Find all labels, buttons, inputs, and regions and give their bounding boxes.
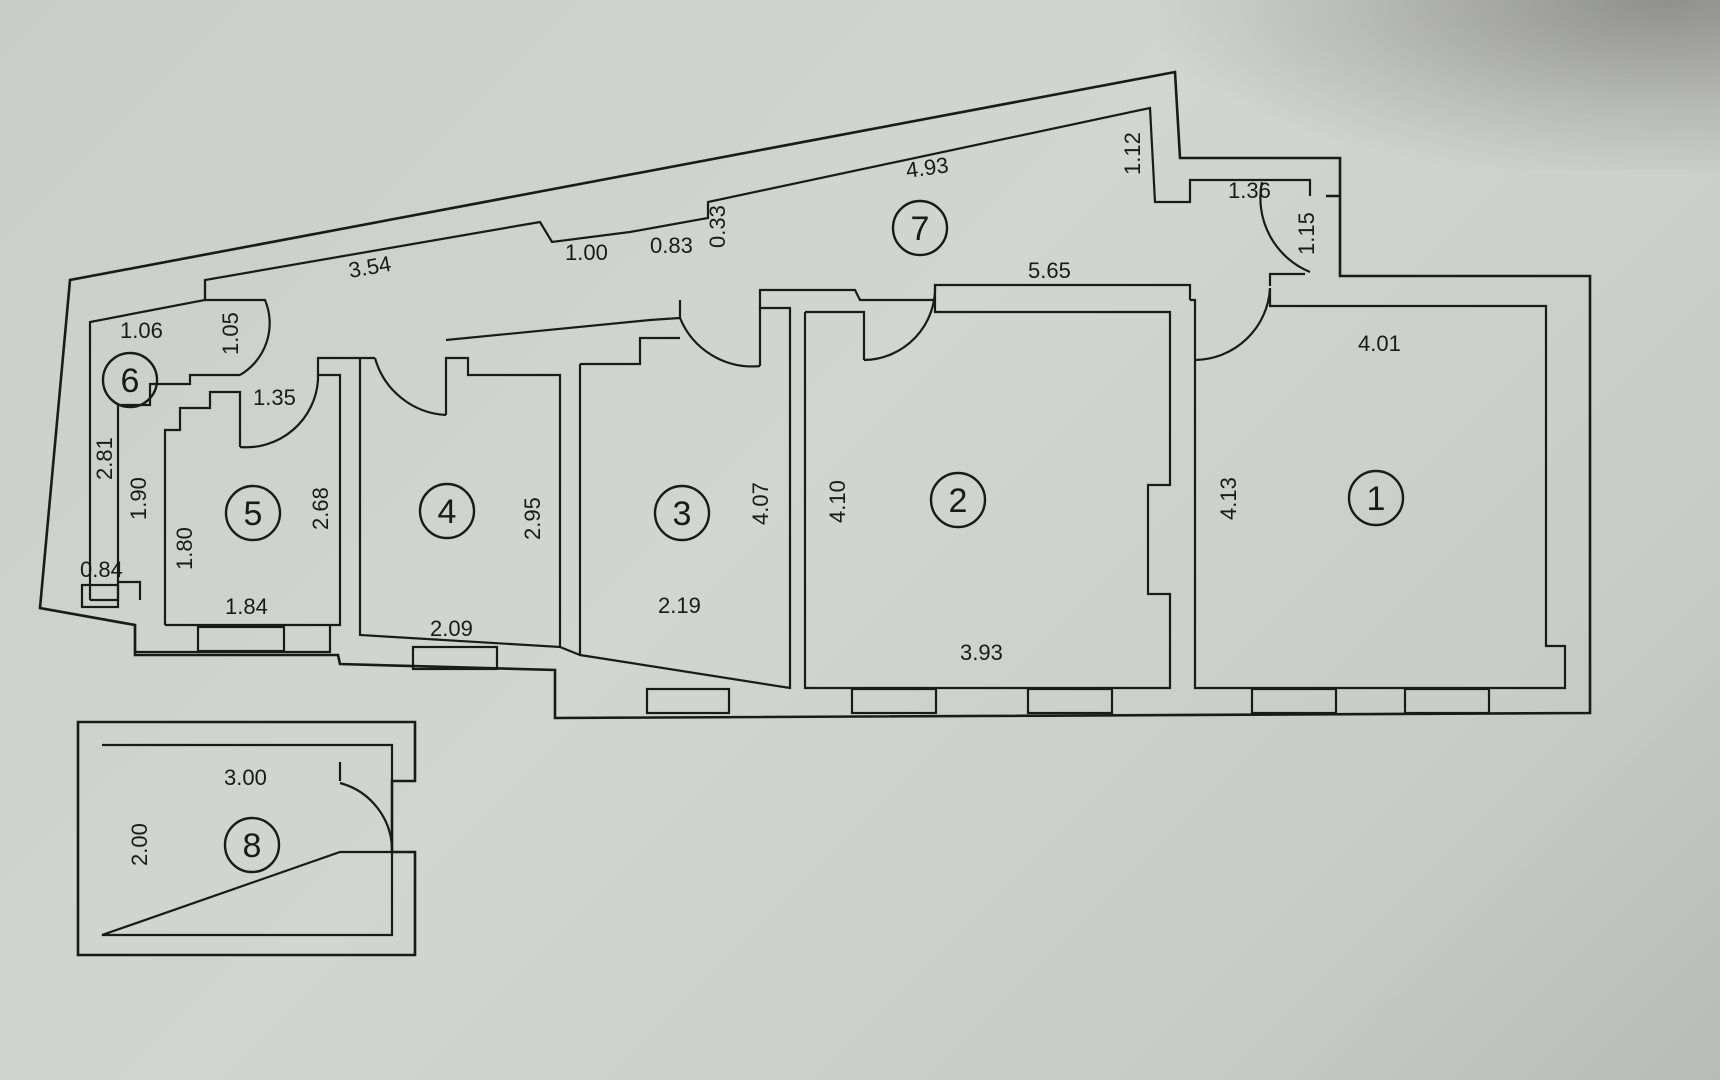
room1-window-left — [1250, 687, 1338, 715]
dim-r4-height: 2.95 — [520, 497, 545, 540]
dim-r1-width: 4.01 — [1358, 331, 1401, 356]
room5-door-arc — [239, 375, 320, 449]
room-number-2: 2 — [949, 482, 968, 520]
room-label-8: 8 — [223, 816, 281, 874]
room-label-5: 5 — [224, 484, 282, 542]
dim-r1-height: 4.13 — [1216, 477, 1241, 520]
dim-r3-width: 2.19 — [658, 593, 701, 618]
room-number-8: 8 — [243, 827, 262, 865]
outer-wall — [38, 70, 1592, 720]
dim-r8-height: 2.00 — [127, 823, 152, 866]
dim-r5-door: 1.35 — [253, 385, 296, 410]
room2-door-arc — [863, 284, 937, 362]
room3-top-wall — [580, 336, 680, 366]
room8-inner-wall — [101, 743, 394, 937]
corridor-room2-wall — [758, 288, 935, 308]
room5-outer-bottom — [133, 625, 332, 654]
room6-door-arc — [205, 298, 271, 376]
room5-window — [196, 625, 286, 653]
dim-corr-top-len: 4.93 — [904, 152, 950, 183]
room-label-1: 1 — [1347, 469, 1405, 527]
photo-shadow — [1160, 0, 1720, 170]
dim-r8-width: 3.00 — [224, 765, 267, 790]
dim-r5-inner: 1.80 — [172, 527, 197, 570]
corridor-notch-door-arc — [1259, 181, 1311, 274]
room4-top-wall — [445, 300, 682, 342]
room4-door-arc — [373, 357, 447, 417]
room-number-3: 3 — [673, 495, 692, 533]
room3-outer — [559, 645, 581, 657]
dim-corr-notch-h: 1.15 — [1294, 212, 1319, 255]
dim-r4-width: 2.09 — [430, 616, 473, 641]
room-label-3: 3 — [653, 484, 711, 542]
dim-corr-notch-w: 1.36 — [1228, 178, 1271, 203]
dim-corr-left-len: 3.54 — [347, 251, 394, 283]
room1-door-arc — [1194, 287, 1272, 362]
dim-r6-bottom: 0.84 — [80, 557, 123, 582]
room1-door-jamb — [1190, 298, 1197, 360]
room-label-7: 7 — [891, 199, 949, 257]
room6-window — [80, 583, 120, 609]
room-number-6: 6 — [121, 362, 140, 400]
room-number-1: 1 — [1367, 480, 1386, 518]
corridor-inner-wall — [88, 106, 1312, 600]
dim-r5-width: 1.84 — [225, 594, 268, 619]
room3-window — [645, 687, 731, 715]
room-number-5: 5 — [244, 495, 263, 533]
dim-r6-width: 1.06 — [120, 318, 163, 343]
dim-corr-step-1: 1.00 — [565, 240, 608, 265]
dim-r5-height: 2.68 — [308, 487, 333, 530]
dim-r2-width: 3.93 — [960, 640, 1003, 665]
dim-corr-bottom-len: 5.65 — [1028, 258, 1071, 283]
corridor-bottom-wall — [1268, 272, 1305, 286]
room-label-4: 4 — [418, 482, 476, 540]
dim-r6-door: 1.05 — [218, 312, 243, 355]
dim-r3-height: 4.07 — [748, 482, 773, 525]
room2-wall — [803, 283, 1192, 690]
room2-window-right — [1026, 687, 1114, 715]
dim-r6-len: 2.81 — [92, 437, 117, 480]
dim-corr-step-3: 0.33 — [705, 205, 730, 248]
room-label-6: 6 — [101, 351, 159, 409]
dim-r2-height: 4.10 — [825, 480, 850, 523]
room5-wall — [163, 390, 242, 625]
dim-r6-inner: 1.90 — [126, 477, 151, 520]
room3-wall — [578, 306, 792, 690]
dim-corr-top-right: 1.12 — [1120, 132, 1145, 175]
room3-door-arc — [678, 317, 761, 368]
room2-window-left — [850, 687, 938, 715]
room-label-2: 2 — [929, 471, 987, 529]
dim-corr-step-2: 0.83 — [650, 233, 693, 258]
room8-door-arc — [339, 781, 394, 853]
room1-window-right — [1403, 687, 1491, 715]
room2-left-jamb — [805, 310, 866, 360]
room4-window — [411, 645, 499, 671]
room-number-4: 4 — [438, 493, 457, 531]
room-number-7: 7 — [911, 210, 930, 248]
room5-right-wall — [165, 373, 342, 627]
